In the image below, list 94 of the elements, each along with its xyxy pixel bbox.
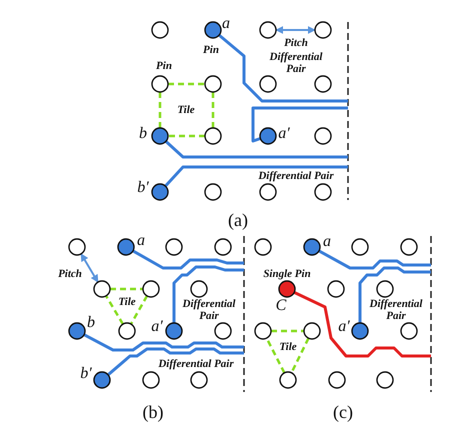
pin-circle (68, 322, 86, 340)
pin-circle (151, 183, 169, 201)
panel-caption: (c) (333, 402, 353, 422)
pin-circle (190, 371, 208, 389)
pin-circle (303, 322, 321, 340)
pin-circle (204, 127, 222, 145)
pin-circle (117, 238, 135, 256)
pin-circle (254, 238, 272, 256)
pin-label: a′ (278, 126, 290, 142)
pin-circle (327, 280, 345, 298)
tile-label: Tile (279, 341, 297, 353)
pin-circle (68, 238, 86, 256)
pin-circle (254, 322, 272, 340)
pair-label: Differential Pair (370, 298, 422, 322)
routing-trace (164, 166, 348, 188)
pin-label: Pin (156, 60, 172, 72)
pin-circle (165, 238, 183, 256)
routing-trace (132, 250, 244, 270)
dashed-tile-line (271, 330, 304, 332)
pin-circle (400, 322, 418, 340)
pin-circle (376, 371, 394, 389)
pin-circle (190, 280, 208, 298)
pin-label: a′ (338, 319, 350, 335)
pin-circle (376, 280, 394, 298)
pitch-label: Pitch (284, 37, 308, 49)
tile-label: Tile (118, 296, 136, 308)
pitch-label: Pitch (58, 268, 82, 280)
pair-label: Differential Pair (182, 298, 236, 322)
routing-trace (318, 250, 431, 270)
routing-trace (358, 266, 431, 323)
pin-circle (314, 183, 332, 201)
pin-circle (93, 371, 111, 389)
pin-circle (259, 21, 277, 39)
pin-circle (151, 21, 169, 39)
dashed-tile-line (290, 338, 310, 374)
pin-label: b (87, 315, 95, 331)
routing-trace (294, 291, 431, 358)
pair-label: Differential Pair (258, 170, 334, 182)
pin-circle (204, 75, 222, 93)
double-headed-arrow (275, 26, 316, 34)
pin-circle (314, 75, 332, 93)
pair-label: Differential Pair (270, 51, 322, 75)
pin-circle (142, 371, 160, 389)
routing-trace (83, 333, 244, 352)
pin-circle (165, 322, 183, 340)
pin-label: b′ (137, 180, 149, 196)
pin-circle (314, 21, 332, 39)
pin-circle (118, 322, 136, 340)
pin-circle (314, 127, 332, 145)
pin-circle (303, 238, 321, 256)
pin-circle (204, 21, 222, 39)
panel-caption: (b) (142, 402, 164, 422)
pin-label: b′ (80, 366, 92, 382)
pin-circle (151, 127, 169, 145)
tile-label: Tile (177, 104, 195, 116)
double-headed-arrow (80, 253, 99, 283)
pin-label: a (222, 16, 230, 32)
routing-trace (107, 348, 244, 376)
dashed-tile-line (265, 338, 286, 374)
routing-trace (172, 266, 244, 323)
pin-label: C (276, 298, 286, 314)
pin-label: b (139, 126, 147, 142)
dashed-tile-line (212, 92, 214, 128)
pin-circle (259, 127, 277, 145)
pin-circle (93, 280, 111, 298)
pin-label: Pin (203, 44, 219, 56)
routing-trace (164, 140, 348, 158)
pin-label: a (323, 234, 331, 250)
pin-circle (214, 238, 232, 256)
pin-label: a (137, 233, 145, 249)
pin-circle (214, 322, 232, 340)
pair-label: Differential Pair (158, 358, 234, 370)
pin-label: a′ (151, 319, 163, 335)
routing-trace (252, 106, 348, 142)
pin-circle (204, 183, 222, 201)
pin-label: Single Pin (263, 268, 311, 280)
dashed-tile-line (105, 295, 124, 325)
dashed-tile-line (110, 288, 143, 290)
dashed-tile-line (168, 134, 205, 138)
dashed-tile-line (158, 92, 162, 128)
panel-caption: (a) (228, 210, 248, 230)
pin-circle (400, 238, 418, 256)
pin-circle (151, 75, 169, 93)
pin-circle (351, 238, 369, 256)
pin-circle (259, 75, 277, 93)
pin-circle (142, 280, 160, 298)
pin-circle (351, 322, 369, 340)
pin-circle (328, 371, 346, 389)
pin-circle (278, 280, 296, 298)
dashed-tile-line (130, 295, 148, 325)
routing-trace (218, 34, 348, 102)
dashed-tile-line (168, 82, 205, 86)
pin-circle (259, 183, 277, 201)
pin-circle (279, 371, 297, 389)
